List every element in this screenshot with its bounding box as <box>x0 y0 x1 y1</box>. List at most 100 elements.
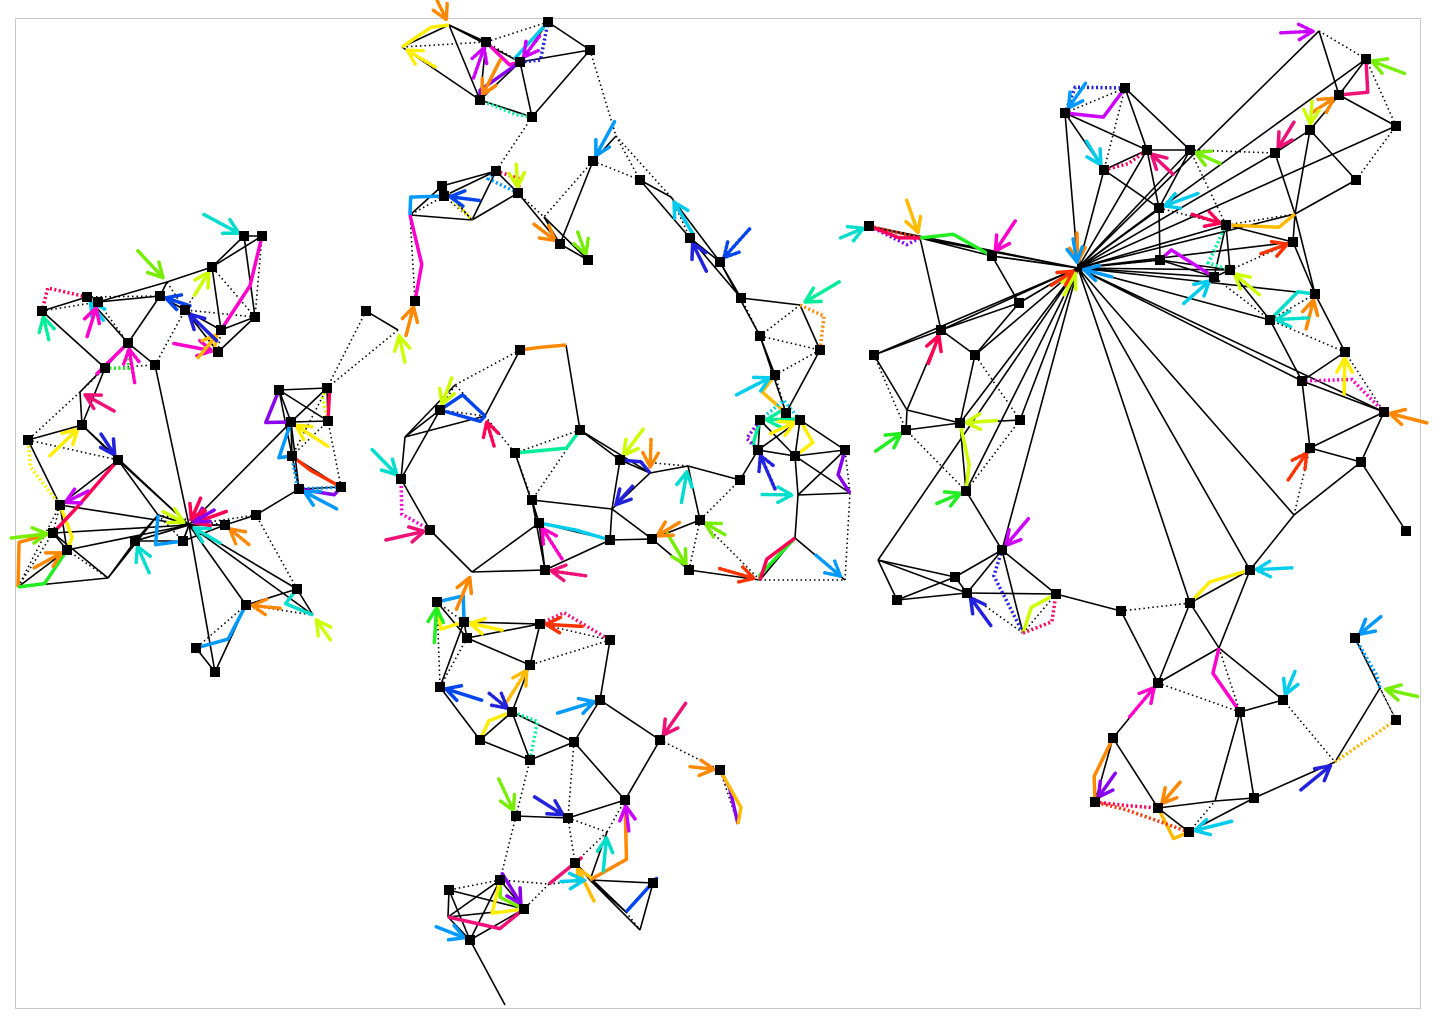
arrow-head <box>507 170 527 189</box>
graph-node <box>444 885 454 895</box>
arrow-shaft <box>1066 81 1088 110</box>
solid-edge <box>785 349 821 414</box>
graph-node <box>1340 347 1350 357</box>
solid-edge <box>1103 169 1160 209</box>
arrow-shaft <box>1276 120 1296 150</box>
arrow-shaft <box>1369 59 1407 76</box>
solid-edge <box>436 601 468 639</box>
hub-edge <box>188 524 216 673</box>
arrow <box>559 871 586 891</box>
graph-node <box>462 633 472 643</box>
graph-node <box>1014 298 1024 308</box>
dotted-colored-path <box>1353 637 1382 689</box>
dotted-edge <box>291 420 329 457</box>
arrow-head <box>250 597 269 617</box>
solid-edge <box>1120 610 1159 684</box>
arrow <box>1274 309 1310 329</box>
diagram-frame <box>15 18 1421 1009</box>
arrow-shaft <box>703 521 727 537</box>
graph-node <box>439 191 449 201</box>
graph-node <box>790 451 800 461</box>
arrow-shaft <box>648 437 653 469</box>
arrow <box>544 615 584 635</box>
arrow <box>1254 559 1294 579</box>
graph-node <box>1379 407 1389 417</box>
solid-edge <box>966 549 1003 594</box>
dotted-edge <box>255 514 298 590</box>
arrow-shaft <box>688 764 716 772</box>
solid-edge <box>896 592 968 601</box>
arrow-shaft <box>187 312 219 343</box>
solid-edge <box>448 889 525 910</box>
colored-path <box>1156 807 1190 841</box>
arrow <box>426 606 446 645</box>
graph-node <box>715 257 725 267</box>
dotted-edge <box>254 235 263 318</box>
dotted-edge <box>699 519 761 581</box>
solid-edge <box>1001 549 1024 634</box>
hub-edge <box>1077 152 1276 269</box>
dotted-edge <box>529 639 611 666</box>
arrow-shaft <box>661 701 688 737</box>
arrow-head <box>594 137 612 158</box>
graph-node <box>23 435 33 445</box>
arrow <box>481 419 500 448</box>
solid-edge <box>166 266 213 283</box>
solid-edge <box>479 711 513 741</box>
solid-edge <box>877 559 898 601</box>
solid-edge <box>409 185 443 216</box>
graph-node <box>864 221 874 231</box>
arrow <box>1193 149 1222 167</box>
arrow-shaft <box>559 878 586 884</box>
arrow-head <box>544 615 563 635</box>
graph-node <box>735 475 745 485</box>
solid-edge <box>245 588 298 606</box>
arrow <box>838 224 866 243</box>
graph-node <box>950 572 960 582</box>
arrow-head <box>443 683 464 703</box>
arrow-shaft <box>1181 279 1212 306</box>
colored-path <box>793 419 815 458</box>
dotted-edge <box>495 116 533 172</box>
solid-edge <box>97 295 161 303</box>
graph-node <box>287 451 297 461</box>
arrow-shaft <box>1160 780 1182 806</box>
arrow <box>1281 669 1300 697</box>
arrow-head <box>618 804 637 823</box>
dotted-edge <box>759 335 821 351</box>
arrow-head <box>193 270 211 290</box>
arrow-shaft <box>202 212 241 235</box>
arrow-shaft <box>1071 237 1079 264</box>
arrow-shaft <box>1084 139 1103 167</box>
solid-edge <box>966 592 1057 595</box>
dotted-edge <box>523 883 550 910</box>
arrow <box>655 520 682 538</box>
dotted-edge <box>905 429 967 492</box>
graph-node <box>1391 121 1401 131</box>
dotted-edge <box>484 415 516 454</box>
arrow-shaft <box>487 691 510 710</box>
solid-edge <box>400 478 431 531</box>
colored-path <box>619 458 652 475</box>
arrow-shaft <box>758 453 777 491</box>
solid-edge <box>471 192 519 221</box>
colored-path <box>718 769 743 825</box>
arrow-shaft <box>496 777 516 813</box>
dotted-edge <box>615 135 672 198</box>
solid-edge <box>1001 549 1057 595</box>
solid-edge <box>567 799 626 819</box>
arrow-shaft <box>1342 356 1347 396</box>
arrow <box>434 923 467 942</box>
dotted-edge <box>195 604 247 649</box>
graph-node <box>563 813 573 823</box>
arrow-shaft <box>1279 29 1315 35</box>
arrow <box>98 432 117 457</box>
colored-path <box>919 232 993 258</box>
arrow-head <box>572 236 591 257</box>
arrow-head <box>757 453 775 474</box>
arrow <box>443 683 484 703</box>
arrow <box>621 427 645 457</box>
arrow-shaft <box>471 45 486 80</box>
solid-edge <box>1157 800 1216 809</box>
arrow-head <box>122 347 141 366</box>
